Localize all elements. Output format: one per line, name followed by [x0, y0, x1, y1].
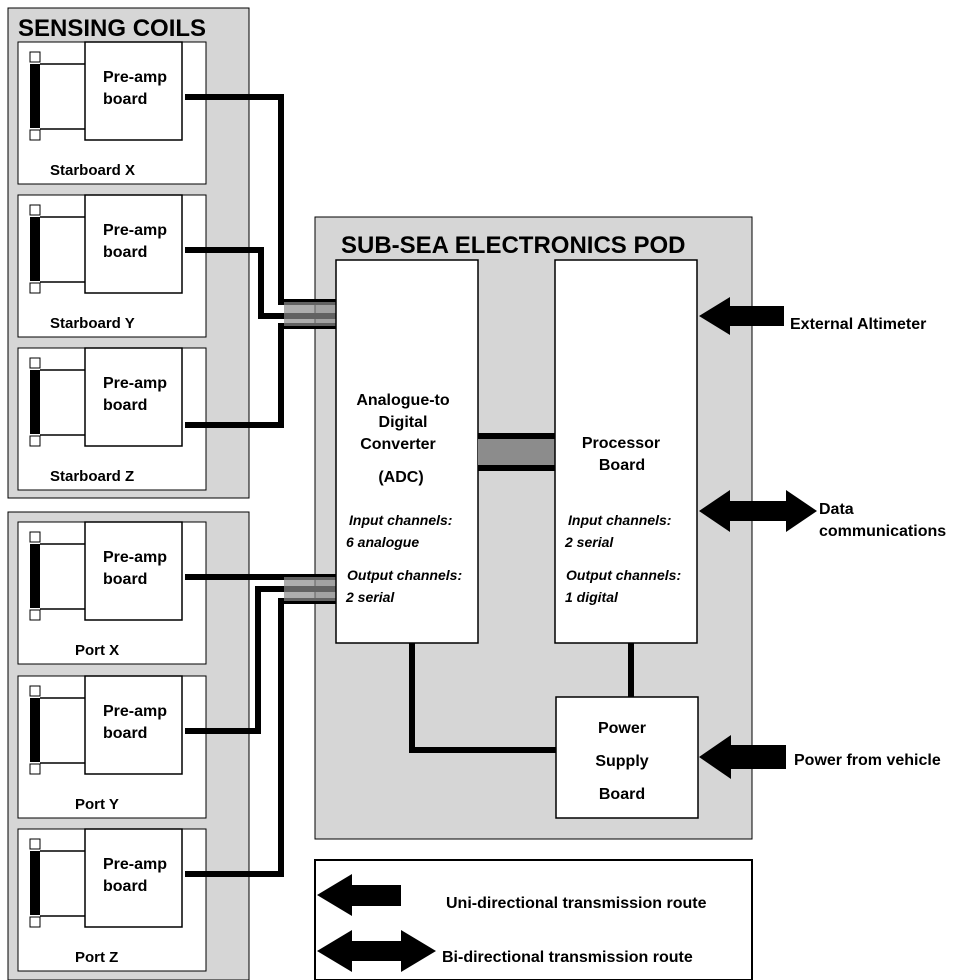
adc-output-value: 2 serial	[345, 589, 395, 605]
preamp-label-line2: board	[103, 244, 147, 261]
coil-core-icon	[30, 64, 40, 128]
coil-label: Starboard Z	[50, 468, 134, 485]
legend-unidirectional-arrow-icon	[317, 874, 401, 916]
preamp-label-line1: Pre-amp	[103, 549, 167, 566]
preamp-label-line2: board	[103, 878, 147, 895]
data-communications-bidirectional-arrow-icon	[699, 490, 817, 532]
power-title-line3: Board	[599, 786, 645, 803]
power-title-line1: Power	[598, 720, 646, 737]
preamp-board	[84, 675, 183, 775]
legend-unidirectional-label: Uni-directional transmission route	[446, 895, 707, 912]
preamp-label-line1: Pre-amp	[103, 856, 167, 873]
coil-unit-starboard-x: Pre-amp board Starboard X	[17, 41, 207, 185]
preamp-label-line1: Pre-amp	[103, 69, 167, 86]
processor-input-value: 2 serial	[564, 534, 614, 550]
coil-core-icon	[30, 851, 40, 915]
preamp-board	[84, 194, 183, 294]
coil-label: Starboard X	[50, 162, 135, 179]
adc-input-bundle-lower	[284, 577, 336, 601]
preamp-board	[84, 828, 183, 928]
power-wires	[409, 643, 634, 753]
adc-output-label: Output channels:	[347, 567, 462, 583]
data-communications-label-line2: communications	[819, 523, 946, 540]
coil-label: Port X	[75, 642, 119, 659]
legend-bidirectional-label: Bi-directional transmission route	[442, 949, 693, 966]
coil-core-icon	[30, 544, 40, 608]
external-altimeter-arrow-icon	[699, 297, 784, 335]
electronics-pod-title: SUB-SEA ELECTRONICS POD	[341, 232, 685, 259]
sensing-coils-title: SENSING COILS	[18, 15, 206, 42]
adc-title-line2: Digital	[379, 414, 428, 431]
adc-processor-link	[478, 436, 555, 468]
processor-input-label: Input channels:	[568, 512, 671, 528]
preamp-label-line1: Pre-amp	[103, 222, 167, 239]
power-title-line2: Supply	[595, 753, 648, 770]
power-from-vehicle-arrow-icon	[699, 735, 786, 779]
external-altimeter-label: External Altimeter	[790, 316, 926, 333]
adc-title-line1: Analogue-to	[356, 392, 450, 409]
adc-input-value: 6 analogue	[346, 534, 419, 550]
preamp-board	[84, 521, 183, 621]
preamp-label-line2: board	[103, 397, 147, 414]
power-from-vehicle-label: Power from vehicle	[794, 752, 941, 769]
adc-input-bundle-upper	[284, 302, 336, 326]
coil-unit-port-z: Pre-amp board Port Z	[17, 828, 207, 972]
coil-core-icon	[30, 698, 40, 762]
coil-unit-port-y: Pre-amp board Port Y	[17, 675, 207, 819]
adc-title-line3: Converter	[360, 436, 436, 453]
processor-title-line2: Board	[599, 457, 645, 474]
coil-unit-port-x: Pre-amp board Port X	[17, 521, 207, 665]
preamp-label-line1: Pre-amp	[103, 703, 167, 720]
adc-title-line4: (ADC)	[378, 469, 423, 486]
coil-label: Port Z	[75, 949, 118, 966]
processor-board	[554, 259, 698, 644]
coil-unit-starboard-z: Pre-amp board Starboard Z	[17, 347, 207, 491]
processor-output-label: Output channels:	[566, 567, 681, 583]
data-communications-label-line1: Data	[819, 501, 854, 518]
preamp-board	[84, 347, 183, 447]
preamp-label-line1: Pre-amp	[103, 375, 167, 392]
coil-label: Port Y	[75, 796, 119, 813]
preamp-board	[84, 41, 183, 141]
coil-label: Starboard Y	[50, 315, 135, 332]
legend-bidirectional-arrow-icon	[317, 930, 436, 972]
preamp-label-line2: board	[103, 91, 147, 108]
processor-title-line1: Processor	[582, 435, 660, 452]
coil-unit-starboard-y: Pre-amp board Starboard Y	[17, 194, 207, 338]
processor-output-value: 1 digital	[565, 589, 619, 605]
preamp-label-line2: board	[103, 571, 147, 588]
coil-core-icon	[30, 217, 40, 281]
coil-core-icon	[30, 370, 40, 434]
power-supply-board	[555, 696, 699, 819]
preamp-label-line2: board	[103, 725, 147, 742]
adc-board	[335, 259, 479, 644]
adc-input-label: Input channels:	[349, 512, 452, 528]
